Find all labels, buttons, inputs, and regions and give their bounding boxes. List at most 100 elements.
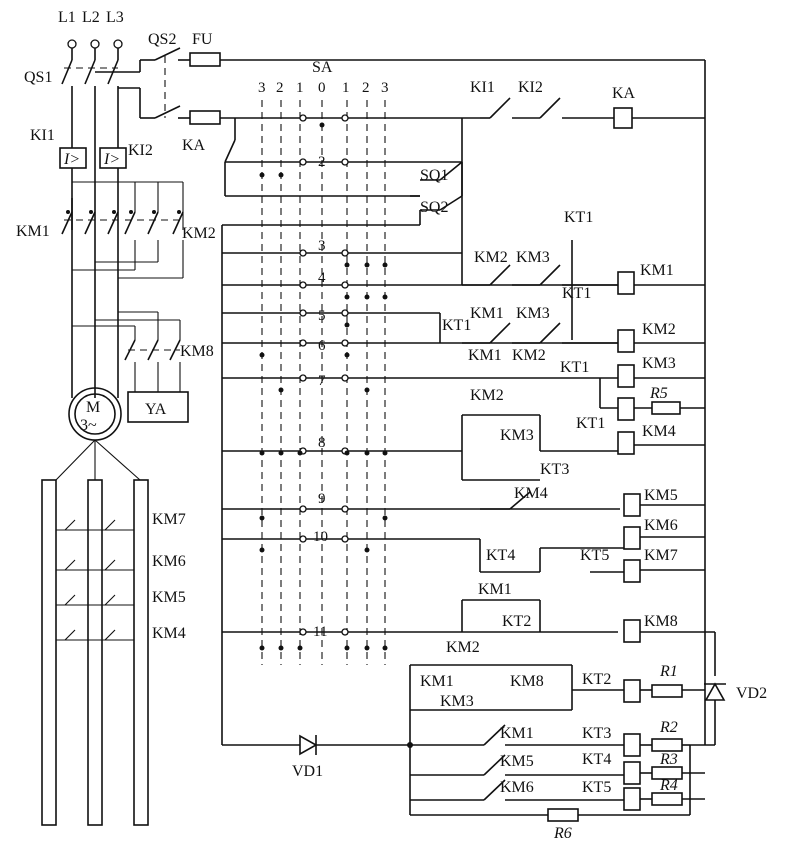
label-KT3-contact: KT3	[540, 461, 569, 478]
label-KM6-rotor: KM6	[152, 553, 186, 570]
label-KM2-rung8: KM2	[446, 639, 480, 656]
label-R2: R2	[659, 719, 678, 736]
KI1-relay	[59, 147, 87, 169]
label-KM3-rung2: KM3	[516, 305, 550, 322]
svg-text:6: 6	[318, 338, 326, 354]
label-KM4-rotor: KM4	[152, 625, 186, 642]
label-FU: FU	[192, 31, 213, 48]
KM8-coil	[623, 619, 641, 643]
label-KM5-coil: KM5	[644, 487, 678, 504]
KM5-coil	[623, 493, 641, 517]
label-KM2-power: KM2	[182, 225, 216, 242]
label-KM4-rung5: KM4	[514, 485, 548, 502]
terminal-L3	[113, 39, 123, 49]
fuse-FU-bottom	[189, 110, 221, 125]
KM3-coil	[617, 364, 635, 388]
label-VD2: VD2	[736, 685, 767, 702]
KA-coil	[613, 107, 633, 129]
svg-text:8: 8	[318, 435, 326, 451]
label-KM8-power: KM8	[180, 343, 214, 360]
R6-resistor	[547, 808, 579, 822]
label-KT1-rung3: KT1	[560, 359, 589, 376]
row-numbers: 2 3 4 5 6 7 8 9 10 11	[313, 154, 328, 640]
svg-text:2: 2	[276, 80, 284, 96]
KM7-coil	[623, 559, 641, 583]
KM1-KM2-contacts	[61, 210, 184, 235]
label-KA-left: KA	[182, 137, 206, 154]
label-KM2-rung3: KM2	[512, 347, 546, 364]
label-KM8-coil: KM8	[644, 613, 678, 630]
rotor-stage-KM4	[56, 629, 134, 641]
SA-position-labels: 3 2 1 0 1 2 3	[258, 80, 389, 96]
label-KM1-rung8: KM1	[478, 581, 512, 598]
label-VD1: VD1	[292, 763, 323, 780]
KI2-relay	[99, 147, 127, 169]
label-R4: R4	[659, 777, 678, 794]
label-KT5-contact: KT5	[580, 547, 609, 564]
label-L2: L2	[82, 9, 100, 26]
KM2-coil	[617, 329, 635, 353]
SA-closure-dots	[259, 122, 388, 651]
label-KT2-coil: KT2	[582, 671, 611, 688]
svg-text:11: 11	[313, 624, 327, 640]
label-L3: L3	[106, 9, 124, 26]
KM8-contacts	[124, 339, 181, 361]
VD2-diode	[704, 682, 726, 701]
terminal-L1	[67, 39, 77, 49]
R2-resistor	[651, 738, 683, 752]
rotor-resistor-3	[133, 479, 149, 826]
svg-text:YA: YA	[145, 401, 167, 418]
label-KM1-coil: KM1	[640, 262, 674, 279]
label-R6: R6	[553, 825, 572, 842]
label-KT1-top: KT1	[564, 209, 593, 226]
label-KM1-power: KM1	[16, 223, 50, 240]
svg-text:5: 5	[318, 308, 326, 324]
R4-resistor	[651, 792, 683, 806]
label-KI1-contact: KI1	[470, 79, 495, 96]
rungs	[222, 252, 620, 633]
svg-text:10: 10	[313, 529, 328, 545]
terminal-L2	[90, 39, 100, 49]
label-KT3-coil: KT3	[582, 725, 611, 742]
fuse-FU-top	[189, 52, 221, 67]
rotor-stage-KM7	[56, 519, 134, 531]
label-KM8-kt2: KM8	[510, 673, 544, 690]
YA-brake	[127, 391, 189, 423]
KM4-coil	[617, 431, 635, 455]
label-KM2-rung1: KM2	[474, 249, 508, 266]
svg-text:3: 3	[318, 238, 326, 254]
svg-text:2: 2	[362, 80, 370, 96]
label-KI2-contact: KI2	[518, 79, 543, 96]
label-KM3-coil: KM3	[642, 355, 676, 372]
VD1-diode	[299, 734, 318, 756]
label-KT4-coil: KT4	[582, 751, 611, 768]
label-KM1-rung3: KM1	[468, 347, 502, 364]
label-KM5-rotor: KM5	[152, 589, 186, 606]
label-KM6-coil: KM6	[644, 517, 678, 534]
label-L1: L1	[58, 9, 76, 26]
label-R1: R1	[659, 663, 678, 680]
label-KI1: KI1	[30, 127, 55, 144]
svg-text:0: 0	[318, 80, 326, 96]
label-KT1-rung2: KT1	[442, 317, 471, 334]
KM6-coil	[623, 526, 641, 550]
label-KM7-coil: KM7	[644, 547, 678, 564]
label-KT5-coil: KT5	[582, 779, 611, 796]
KT5-coil	[623, 787, 641, 811]
SA-switch-columns	[261, 100, 386, 665]
KT2-coil	[623, 679, 641, 703]
label-SQ2: SQ2	[420, 199, 448, 216]
label-KM1-kt2: KM1	[420, 673, 454, 690]
rotor-stage-KM5	[56, 594, 134, 606]
label-KT1-coil: KT1	[576, 415, 605, 432]
label-R3: R3	[659, 751, 678, 768]
label-KM3-rung1: KM3	[516, 249, 550, 266]
rotor-resistor-1	[41, 479, 57, 826]
svg-text:M: M	[86, 399, 100, 416]
label-QS2: QS2	[148, 31, 176, 48]
label-KM2-rung4: KM2	[470, 387, 504, 404]
KT4-coil	[623, 761, 641, 785]
label-QS1: QS1	[24, 69, 52, 86]
rotor-stage-KM6	[56, 559, 134, 571]
